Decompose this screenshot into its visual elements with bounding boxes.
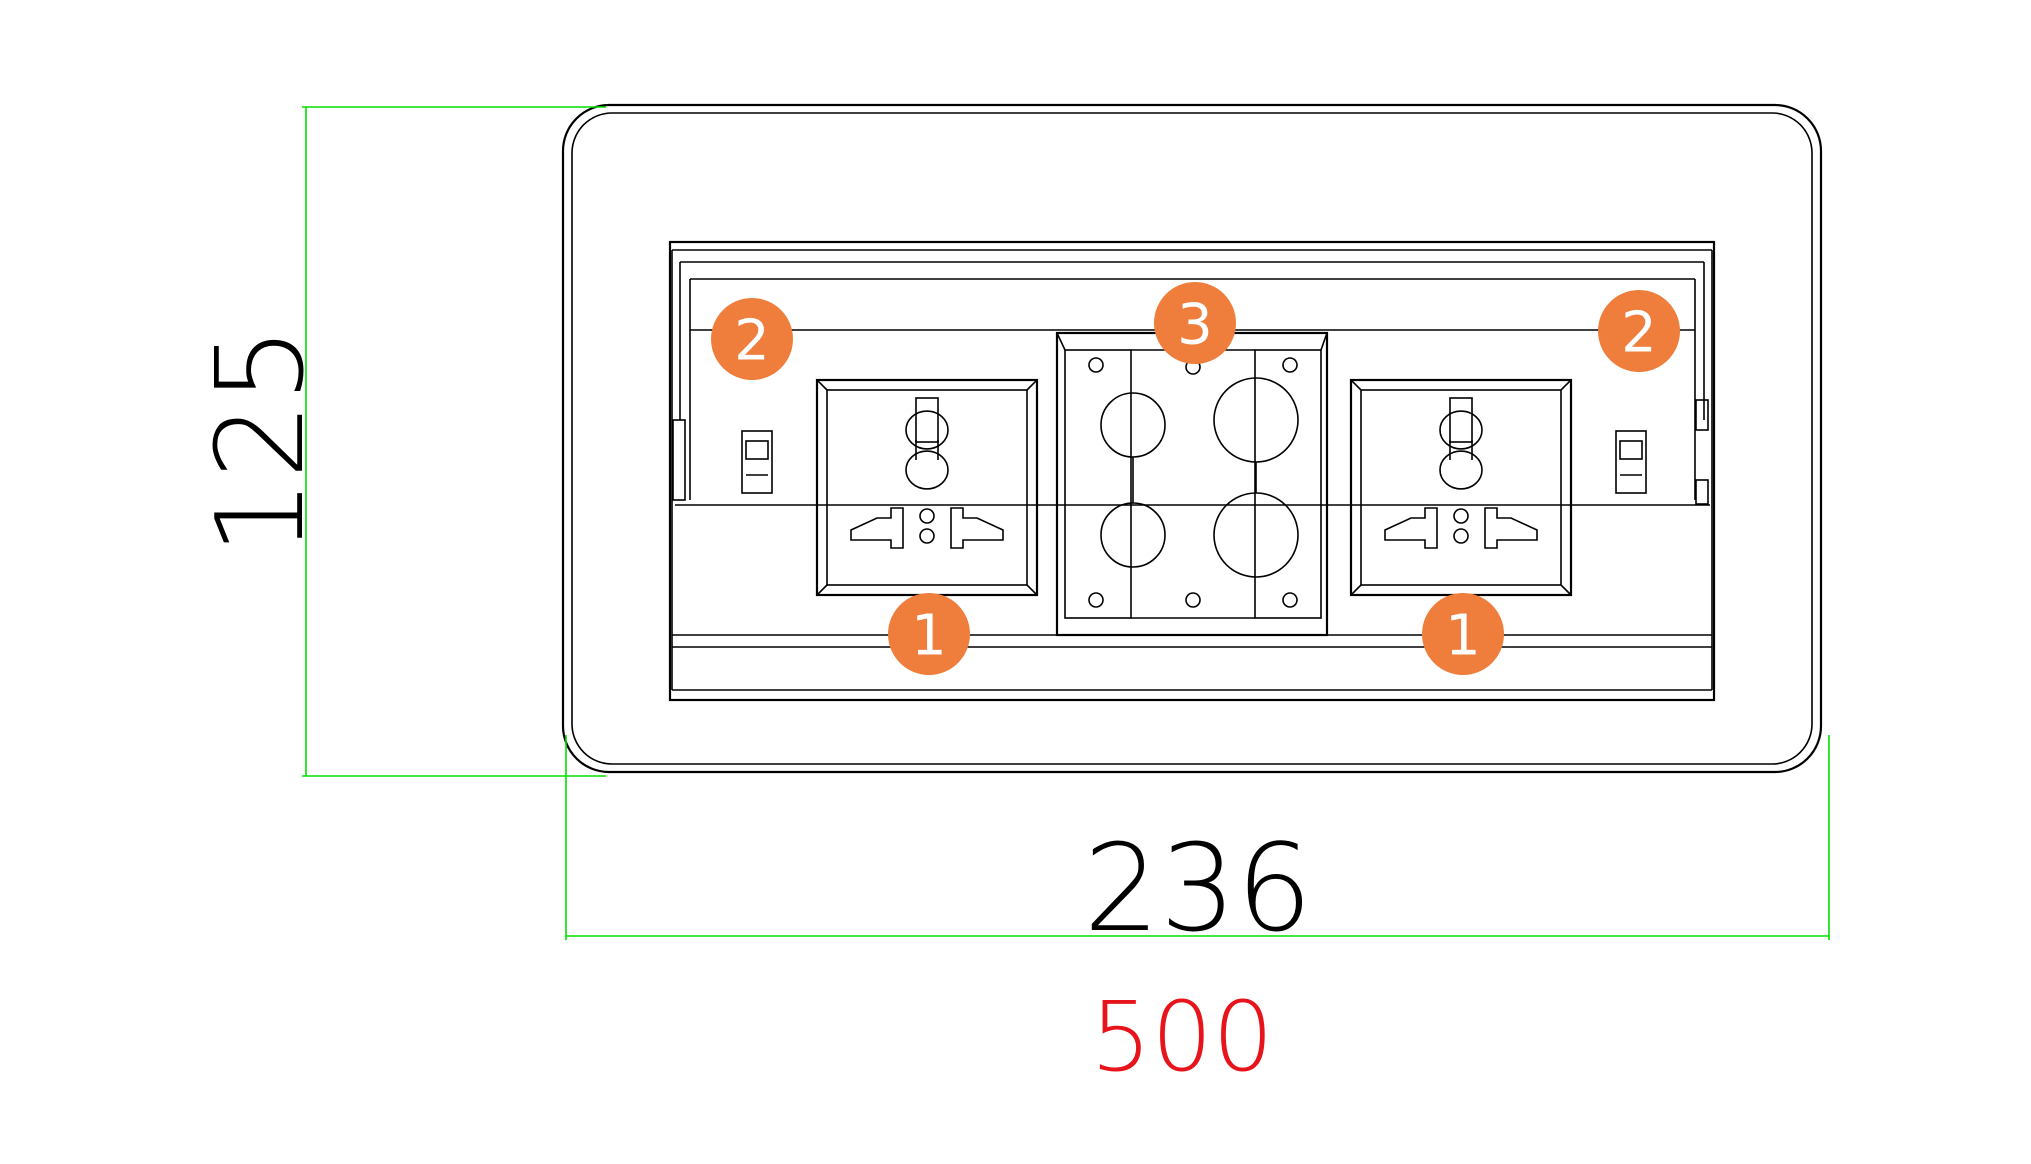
module-knockouts <box>1100 377 1299 578</box>
callout-badge-outlet-left: 1 <box>888 593 970 675</box>
callout-number: 1 <box>911 604 947 669</box>
callout-badge-outlet-right: 1 <box>1422 593 1504 675</box>
callout-badge-data-module: 3 <box>1154 282 1236 364</box>
height-dimension: 125 <box>192 106 606 777</box>
callout-number: 2 <box>734 309 770 374</box>
sub-dimension-label: 500 <box>1090 981 1273 1093</box>
data-module <box>1055 331 1329 637</box>
outlet-right <box>1349 378 1573 597</box>
height-dimension-label: 125 <box>192 326 331 555</box>
switch-right <box>1615 430 1647 494</box>
switch-left <box>741 430 773 494</box>
outlet-left <box>815 378 1039 597</box>
callout-number: 2 <box>1621 301 1657 366</box>
socket-pins-right <box>1384 397 1538 549</box>
callout-badge-switch-right: 2 <box>1598 290 1680 372</box>
callout-number: 3 <box>1177 293 1213 358</box>
callout-badge-switch-left: 2 <box>711 298 793 380</box>
callout-number: 1 <box>1445 604 1481 669</box>
outer-frame <box>561 103 1823 774</box>
width-dimension: 236 <box>565 735 1830 959</box>
width-dimension-label: 236 <box>1083 820 1312 959</box>
socket-pins-left <box>850 397 1004 549</box>
